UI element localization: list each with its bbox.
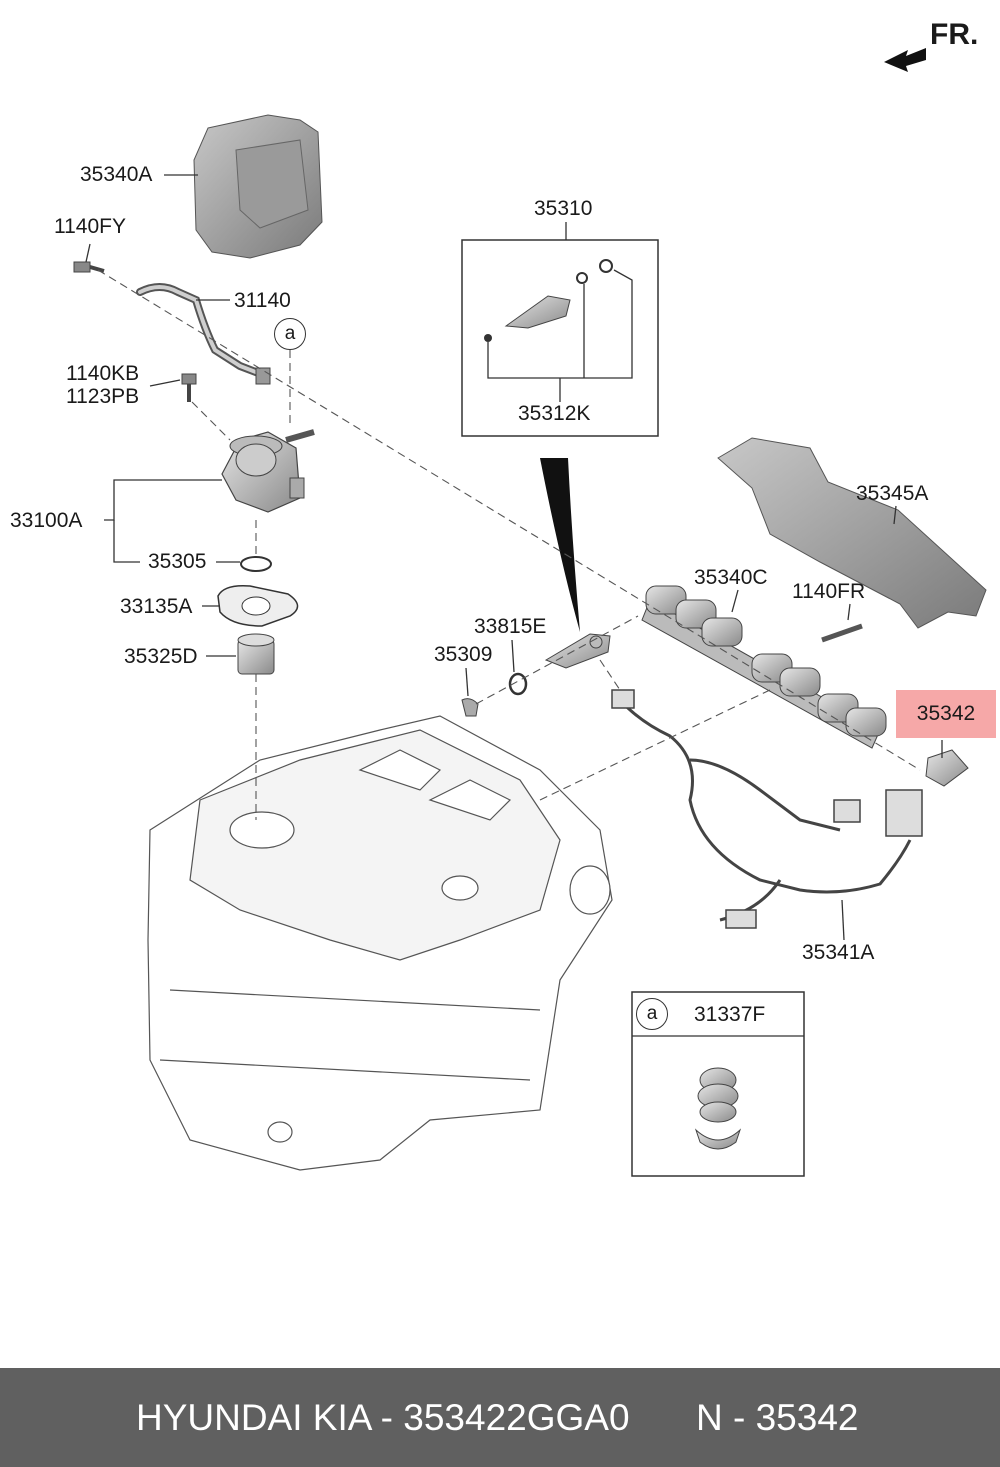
clip-31337f-part [694, 1067, 742, 1150]
label-35310: 35310 [534, 197, 593, 220]
tappet-35325d [237, 633, 275, 675]
label-35309: 35309 [434, 643, 493, 666]
label-35341a: 35341A [802, 941, 875, 964]
label-33815e: 33815E [474, 615, 547, 638]
bolt-1140kb [181, 373, 197, 402]
label-31337f: 31337F [694, 1003, 766, 1026]
bolt-1140fr [821, 623, 863, 643]
injector-kit-box [461, 222, 659, 437]
pressure-sensor-35342 [925, 740, 969, 787]
label-35345a: 35345A [856, 482, 929, 505]
label-35325d: 35325D [124, 645, 198, 668]
diagram-drawing [73, 48, 987, 1177]
label-35340c: 35340C [694, 566, 768, 589]
part-number-footer: HYUNDAI KIA - 353422GGA0 N - 35342 [0, 1368, 1000, 1467]
inset-box-31337f [631, 991, 805, 1177]
label-35342-highlighted[interactable]: 35342 [896, 690, 996, 738]
inset-marker-a: a [636, 998, 668, 1030]
injector-installed [544, 633, 611, 669]
heat-shield-35345a [717, 437, 987, 629]
wiring-harness-35341a [611, 689, 923, 929]
fuel-pump-33100a [221, 429, 315, 513]
bolt-1140fy [73, 261, 105, 273]
parts-diagram: FR. 35340A 1140FY 31140 a 1140KB 1123PB … [10, 18, 996, 1177]
part-number-text: HYUNDAI KIA - 353422GGA0 [136, 1396, 630, 1438]
label-31140: 31140 [234, 289, 291, 312]
label-35305: 35305 [148, 550, 207, 573]
engine-cover-part [193, 114, 323, 259]
reference-marker-a: a [274, 318, 306, 350]
reference-number-text: N - 35342 [696, 1396, 859, 1438]
front-direction-arrow-icon [884, 48, 926, 72]
label-1140fy: 1140FY [54, 215, 126, 238]
label-33135a: 33135A [120, 595, 193, 618]
label-35340a: 35340A [80, 163, 153, 186]
label-1140fr: 1140FR [792, 580, 866, 603]
gasket-33135a [217, 584, 299, 627]
label-33100a: 33100A [10, 509, 83, 532]
label-1140kb: 1140KB [66, 362, 140, 385]
label-35312k: 35312K [518, 402, 591, 425]
label-1123pb: 1123PB [66, 385, 140, 408]
o-ring-35305 [240, 556, 272, 572]
pointer-arrow [540, 458, 580, 632]
clip-35309 [461, 698, 479, 717]
leader-lines [85, 174, 897, 941]
engine-block [147, 715, 613, 1171]
ring-33815e [508, 672, 528, 696]
assembly-lines [97, 269, 921, 820]
front-direction-label: FR. [930, 18, 979, 51]
